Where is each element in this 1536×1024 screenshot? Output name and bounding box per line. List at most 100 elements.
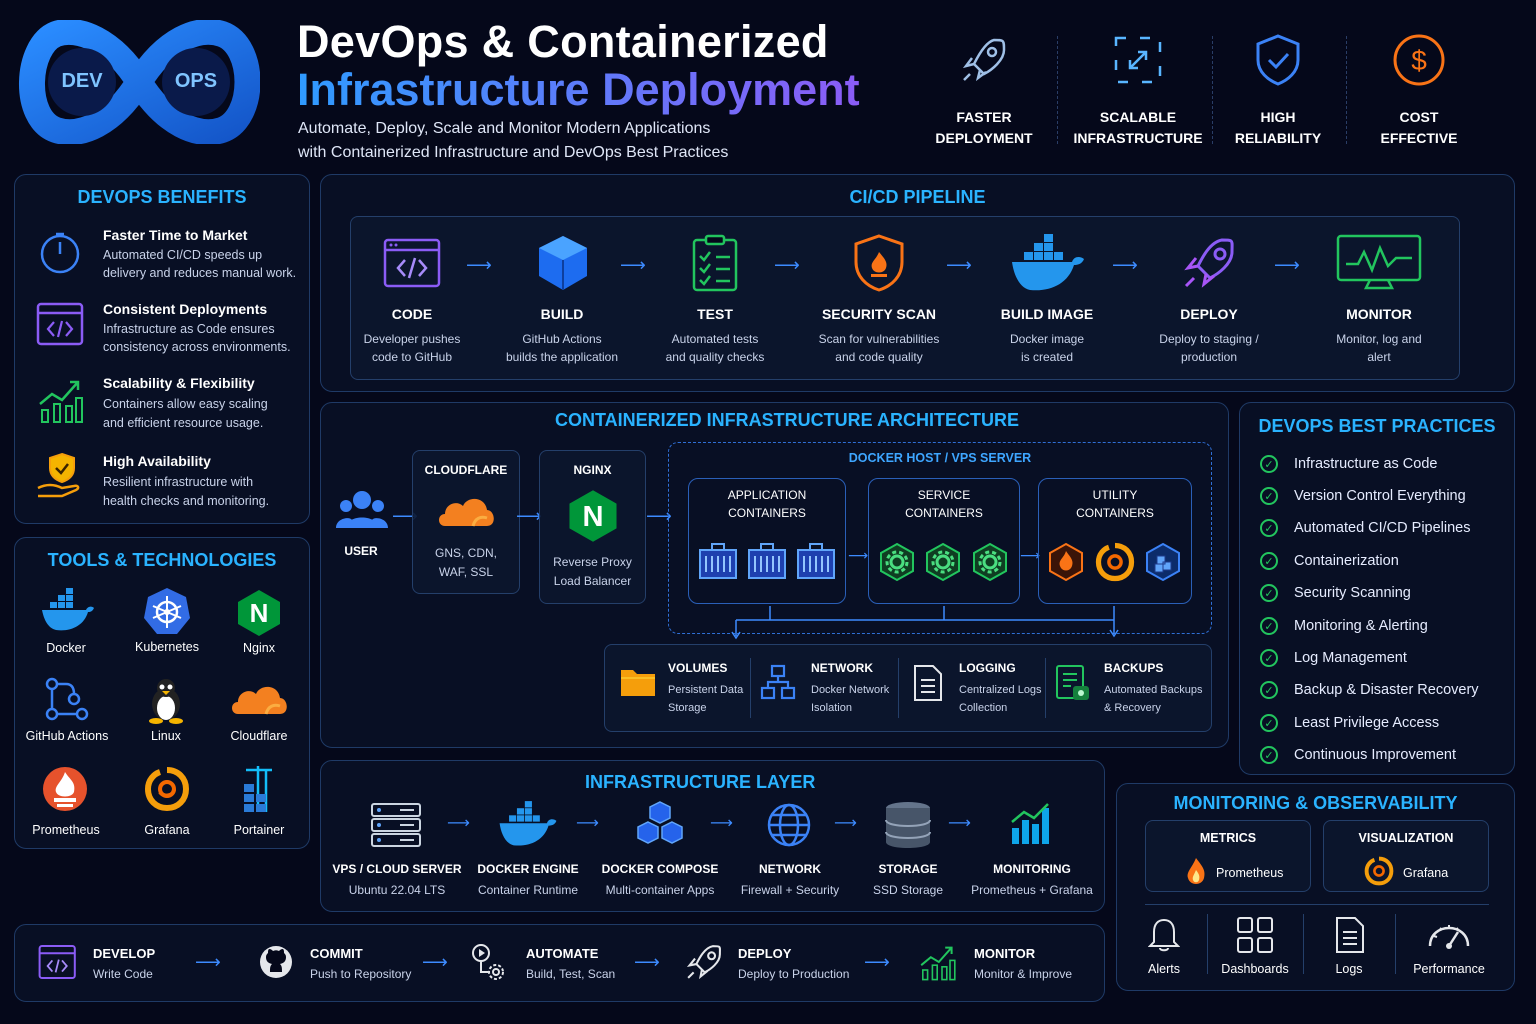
metrics-label: METRICS (1199, 831, 1257, 845)
pipeline-stage-desc: Docker image (1009, 332, 1085, 346)
docker-whale-icon (499, 801, 557, 846)
resources-box (604, 644, 1212, 732)
best-practice-item: ✓Infrastructure as Code (1260, 455, 1437, 473)
folder-icon (621, 670, 655, 696)
pipeline-stage-name: DEPLOY (1180, 306, 1238, 322)
resource-desc: Isolation (811, 702, 852, 714)
best-practice-item: ✓Least Privilege Access (1260, 714, 1439, 732)
docker-host-label: DOCKER HOST / VPS SERVER (848, 451, 1032, 465)
nginx-icon: N (238, 590, 280, 636)
pipeline-stage-name: SECURITY SCAN (821, 306, 937, 322)
hand-shield-icon (37, 452, 80, 498)
prometheus-icon (43, 767, 87, 811)
architecture-title: CONTAINERIZED INFRASTRUCTURE ARCHITECTUR… (555, 410, 1019, 430)
prometheus-flame-icon (1187, 858, 1205, 884)
security-shield-icon (854, 234, 904, 292)
benefit-desc: delivery and reduces manual work. (103, 266, 297, 280)
monitoring-divider (1207, 914, 1208, 974)
workflow-step-desc: Build, Test, Scan (526, 967, 616, 981)
arrow-right-icon: ⟶ (195, 952, 221, 972)
check-icon: ✓ (1260, 519, 1278, 537)
growth-chart-icon (39, 380, 83, 423)
nginx-icon: N (569, 490, 617, 542)
monitoring-title: MONITORING & OBSERVABILITY (1173, 793, 1458, 813)
automation-icon (472, 944, 504, 980)
best-practice-label: Log Management (1294, 650, 1407, 666)
resource-desc: Docker Network (811, 684, 890, 696)
arrow-right-icon: ⟶ (634, 952, 660, 972)
database-icon (885, 802, 931, 848)
arrow-right-icon: ⟶ (646, 506, 672, 526)
infra-item-desc: SSD Storage (872, 883, 944, 897)
benefit-desc: Automated CI/CD speeds up (103, 248, 263, 262)
document-icon (914, 665, 942, 701)
pipeline-stage-desc: GitHub Actions (522, 332, 602, 346)
check-icon: ✓ (1260, 714, 1278, 732)
gauge-icon (1428, 925, 1470, 949)
feature-label-1: COST (1399, 109, 1439, 125)
grafana-icon (1364, 856, 1394, 886)
pipeline-stage-desc: builds the application (505, 350, 619, 364)
best-practice-label: Containerization (1294, 553, 1399, 569)
pipeline-stage-desc: and code quality (835, 350, 923, 364)
linux-tux-icon (149, 679, 183, 724)
resource-desc: Centralized Logs (959, 684, 1042, 696)
svg-text:N: N (250, 598, 269, 628)
checklist-icon (692, 234, 738, 292)
monitoring-item-label: Performance (1413, 962, 1485, 976)
nginx-label: NGINX (573, 463, 612, 477)
pipeline-stages-box (350, 216, 1460, 380)
pipeline-stage-desc: Automated tests (671, 332, 759, 346)
portainer-icon (244, 766, 272, 812)
infra-item-name: VPS / CLOUD SERVER (332, 862, 462, 876)
benefit-desc: Infrastructure as Code ensures (103, 322, 275, 336)
tool-label: Cloudflare (230, 729, 288, 743)
workflow-step-name: AUTOMATE (526, 946, 599, 961)
check-icon: ✓ (1260, 746, 1278, 764)
tool-label: Linux (151, 729, 181, 743)
container-icon (748, 543, 786, 579)
arrow-right-icon: ⟶ (576, 815, 599, 832)
arrow-right-icon: ⟶ (848, 547, 869, 563)
svg-text:$: $ (1411, 45, 1427, 76)
svg-text:N: N (582, 501, 603, 533)
tool-label: Prometheus (32, 823, 100, 837)
workflow-step-desc: Write Code (93, 967, 153, 981)
container-icon (797, 543, 835, 579)
infra-item-desc: Container Runtime (477, 883, 579, 897)
check-icon: ✓ (1260, 487, 1278, 505)
feature-label-2: EFFECTIVE (1380, 130, 1458, 146)
monitoring-divider (1145, 904, 1489, 905)
arrow-right-icon: ⟶ (774, 255, 800, 275)
visualization-box (1323, 820, 1489, 892)
feature-label-1: HIGH (1260, 109, 1296, 125)
nginx-desc: Reverse Proxy (553, 555, 632, 569)
resource-desc: Automated Backups (1104, 684, 1203, 696)
benefit-title: Faster Time to Market (103, 227, 248, 243)
docker-whale-icon (1012, 234, 1084, 291)
application-containers-group (688, 478, 846, 604)
page-subtitle-line2: with Containerized Infrastructure and De… (298, 144, 729, 161)
resource-desc: Persistent Data (668, 684, 744, 696)
arrow-right-icon: ⟶ (516, 506, 542, 526)
best-practice-item: ✓Log Management (1260, 649, 1407, 667)
workflow-step-name: MONITOR (974, 946, 1036, 961)
cloudflare-desc: WAF, SSL (438, 565, 494, 579)
benefit-desc: and efficient resource usage. (103, 416, 264, 430)
page-subtitle-line1: Automate, Deploy, Scale and Monitor Mode… (298, 120, 711, 137)
check-icon: ✓ (1260, 584, 1278, 602)
pipeline-stage-desc: and quality checks (665, 350, 765, 364)
check-icon: ✓ (1260, 455, 1278, 473)
users-icon (336, 491, 388, 528)
kubernetes-icon (144, 588, 190, 634)
workflow-step-desc: Deploy to Production (738, 967, 850, 981)
compose-cubes-icon (637, 801, 683, 844)
group-label: CONTAINERS (905, 506, 983, 520)
resource-divider (1045, 658, 1046, 718)
benefit-title: Scalability & Flexibility (103, 375, 255, 391)
arrow-right-icon: ⟶ (392, 506, 418, 526)
cloudflare-icon (232, 686, 287, 715)
monitoring-item-label: Logs (1335, 962, 1363, 976)
resource-desc: Collection (959, 702, 1008, 714)
arrow-right-icon: ⟶ (466, 255, 492, 275)
